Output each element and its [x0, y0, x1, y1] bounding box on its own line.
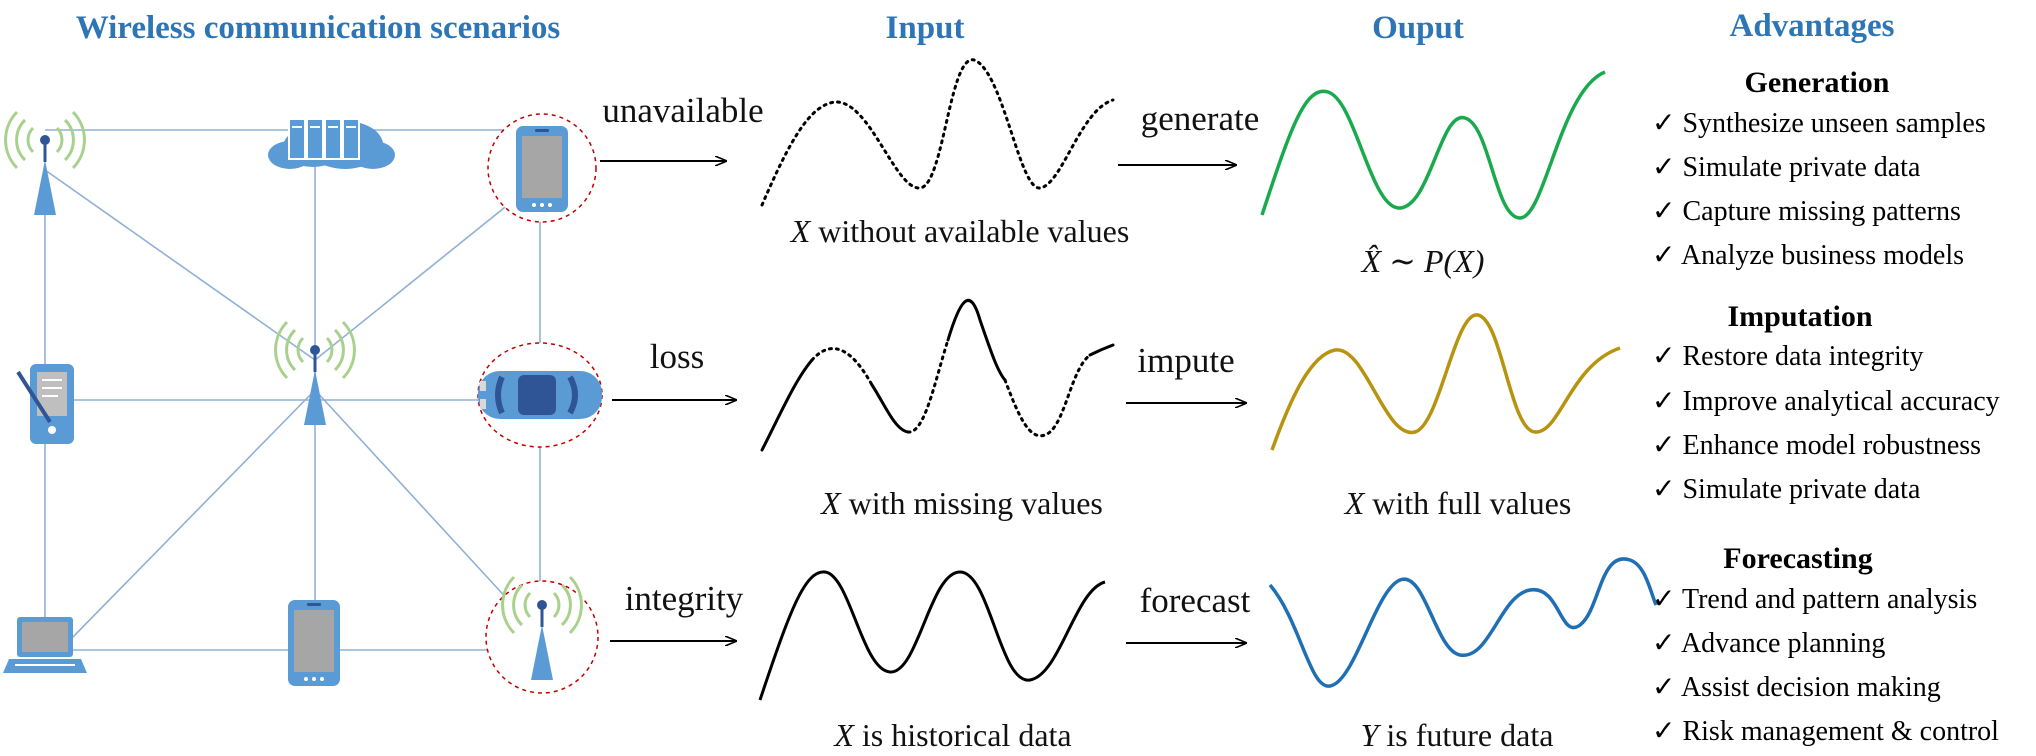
input-caption-loss: X with missing values: [819, 485, 1103, 521]
output-header: Ouput: [1372, 10, 1464, 46]
advantage-item: ✓ Restore data integrity: [1652, 341, 1924, 372]
input-caption-integrity: X is historical data: [832, 717, 1071, 753]
advantage-title: Forecasting: [1723, 542, 1872, 575]
cloud-server-icon: [268, 118, 395, 169]
output-curve-imputation: [1270, 313, 1621, 451]
row-unavailable: unavailable generate: [600, 91, 1259, 165]
advantage-item: ✓ Capture missing patterns: [1652, 196, 1961, 227]
antenna-tower-icon: [4, 110, 86, 217]
laptop-icon: [3, 617, 87, 673]
condition-label: integrity: [625, 579, 744, 618]
action-label: impute: [1137, 341, 1234, 380]
input-header: Input: [886, 10, 965, 46]
advantages-imputation: Imputation ✓ Restore data integrity ✓ Im…: [1652, 300, 2000, 505]
advantage-item: ✓ Analyze business models: [1652, 240, 1964, 271]
advantage-item: ✓ Simulate private data: [1652, 152, 1921, 183]
advantages-generation: Generation ✓ Synthesize unseen samples ✓…: [1652, 66, 1986, 271]
scenarios-header: Wireless communication scenarios: [76, 10, 561, 46]
action-label: forecast: [1140, 581, 1251, 620]
output-formula-generation: X̂ ∼ P(X): [1360, 243, 1485, 279]
smartphone-icon: [487, 113, 597, 223]
advantage-item: ✓ Advance planning: [1652, 628, 1885, 659]
antenna-tower-icon: [485, 575, 599, 694]
advantage-item: ✓ Trend and pattern analysis: [1652, 584, 1977, 615]
input-caption-unavailable: X without available values: [789, 213, 1130, 249]
advantage-item: ✓ Assist decision making: [1652, 672, 1941, 703]
input-curve-loss: [760, 298, 1115, 452]
advantage-item: ✓ Risk management & control: [1652, 716, 1999, 747]
advantages-forecasting: Forecasting ✓ Trend and pattern analysis…: [1652, 542, 1999, 747]
advantages-header: Advantages: [1729, 8, 1894, 44]
action-label: generate: [1141, 99, 1260, 138]
output-curve-forecasting: [1268, 557, 1658, 688]
row-loss: loss impute: [612, 337, 1246, 403]
network-links: [44, 129, 546, 651]
advantage-item: ✓ Synthesize unseen samples: [1652, 108, 1986, 139]
car-icon: [477, 342, 603, 448]
output-caption-imputation: X with full values: [1343, 485, 1572, 521]
advantage-item: ✓ Simulate private data: [1652, 474, 1921, 505]
advantage-title: Generation: [1745, 66, 1890, 99]
advantage-title: Imputation: [1727, 300, 1872, 333]
input-curve-unavailable: [760, 58, 1115, 207]
advantage-item: ✓ Improve analytical accuracy: [1652, 386, 2000, 417]
output-caption-forecasting: Y is future data: [1361, 717, 1554, 753]
output-curve-generation: [1260, 70, 1606, 220]
input-curve-integrity: [758, 570, 1106, 701]
condition-label: loss: [650, 337, 704, 376]
row-integrity: integrity forecast: [610, 579, 1251, 643]
smartphone-icon: [288, 600, 340, 686]
pda-icon: [16, 364, 74, 444]
condition-label: unavailable: [602, 91, 763, 130]
advantage-item: ✓ Enhance model robustness: [1652, 430, 1981, 461]
